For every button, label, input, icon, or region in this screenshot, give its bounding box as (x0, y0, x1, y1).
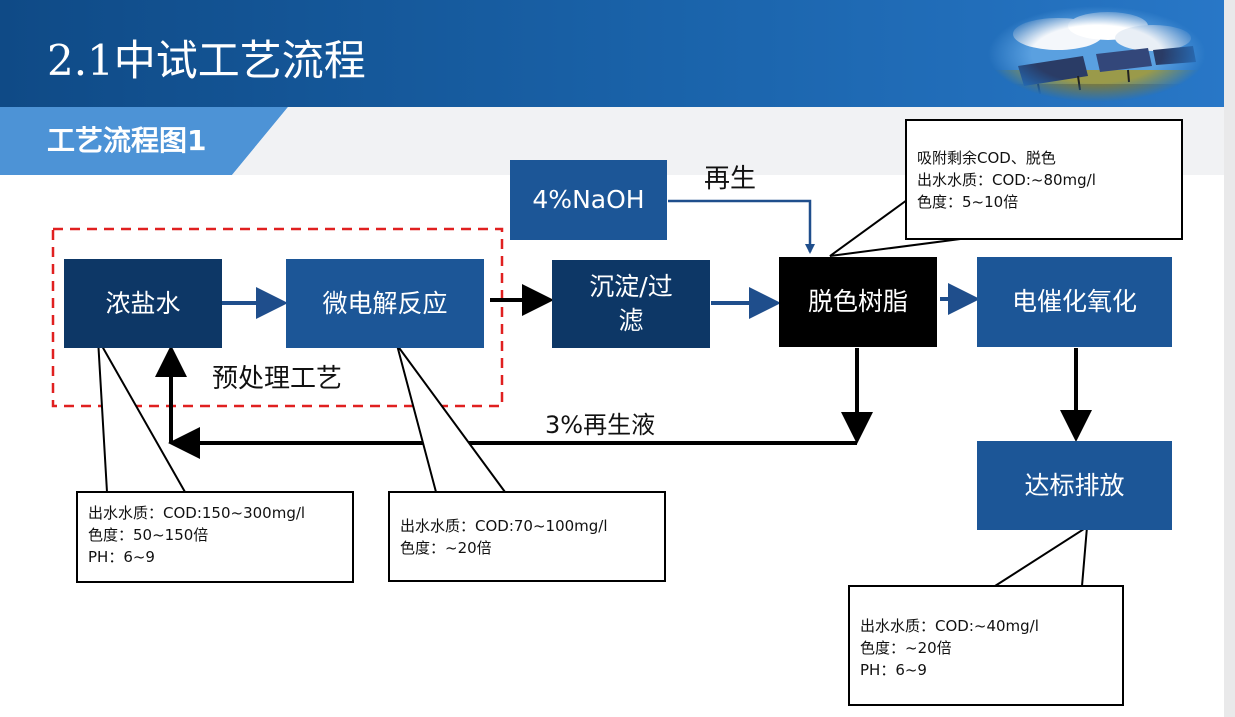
node-micro-label: 微电解反应 (322, 288, 448, 318)
note-resin-quality: 吸附剩余COD、脱色 出水水质：COD:~80mg/l 色度：5~10倍 (905, 119, 1183, 240)
section-label: 工艺流程图1 (47, 124, 207, 157)
node-discharge: 达标排放 (977, 441, 1172, 530)
note-brine-line2: 色度：50~150倍 (88, 526, 209, 544)
label-regenerate: 再生 (704, 164, 757, 194)
node-micro-electrolysis: 微电解反应 (286, 259, 484, 348)
note-discharge-line2: 色度：~20倍 (860, 639, 952, 657)
node-discharge-label: 达标排放 (1024, 470, 1125, 500)
node-naoh: 4%NaOH (510, 160, 667, 240)
page-frame (1224, 0, 1235, 717)
node-settle-label-line1: 沉淀/过 (589, 272, 673, 301)
node-settle-filter: 沉淀/过 滤 (552, 260, 710, 348)
node-brine: 浓盐水 (64, 259, 222, 348)
node-naoh-label: 4%NaOH (532, 185, 645, 214)
pretreatment-region (51, 227, 504, 408)
callout-pointer-discharge (994, 525, 1089, 587)
note-micro-line2: 色度：~20倍 (400, 539, 492, 557)
note-brine-line3: PH：6~9 (88, 548, 155, 566)
note-micro-line1: 出水水质：COD:70~100mg/l (400, 517, 608, 535)
solar-panel-field-photo (988, 4, 1206, 104)
node-electro-oxidation: 电催化氧化 (977, 257, 1172, 347)
note-brine-quality: 出水水质：COD:150~300mg/l 色度：50~150倍 PH：6~9 (76, 491, 354, 583)
note-discharge-line3: PH：6~9 (860, 661, 927, 679)
slide-title: 2.1中试工艺流程 (47, 36, 366, 85)
label-pretreatment: 预处理工艺 (212, 364, 343, 394)
node-resin-label: 脱色树脂 (807, 287, 908, 316)
callout-pointer-resin (829, 199, 969, 257)
note-resin-line1: 吸附剩余COD、脱色 (917, 149, 1056, 167)
node-electro-label: 电催化氧化 (1011, 287, 1137, 316)
node-resin: 脱色树脂 (779, 257, 937, 347)
note-discharge-quality: 出水水质：COD:~40mg/l 色度：~20倍 PH：6~9 (848, 585, 1124, 706)
node-brine-label: 浓盐水 (105, 288, 181, 318)
callout-pointer-micro (396, 344, 506, 493)
note-resin-line2: 出水水质：COD:~80mg/l (917, 171, 1096, 189)
note-micro-quality: 出水水质：COD:70~100mg/l 色度：~20倍 (388, 491, 666, 582)
label-regen-liquid: 3%再生液 (545, 411, 656, 439)
arrow-naoh-to-resin (668, 199, 815, 254)
node-settle-label-line2: 滤 (618, 306, 644, 335)
note-discharge-line1: 出水水质：COD:~40mg/l (860, 617, 1039, 635)
note-resin-line3: 色度：5~10倍 (917, 193, 1019, 211)
note-brine-line1: 出水水质：COD:150~300mg/l (88, 504, 306, 522)
